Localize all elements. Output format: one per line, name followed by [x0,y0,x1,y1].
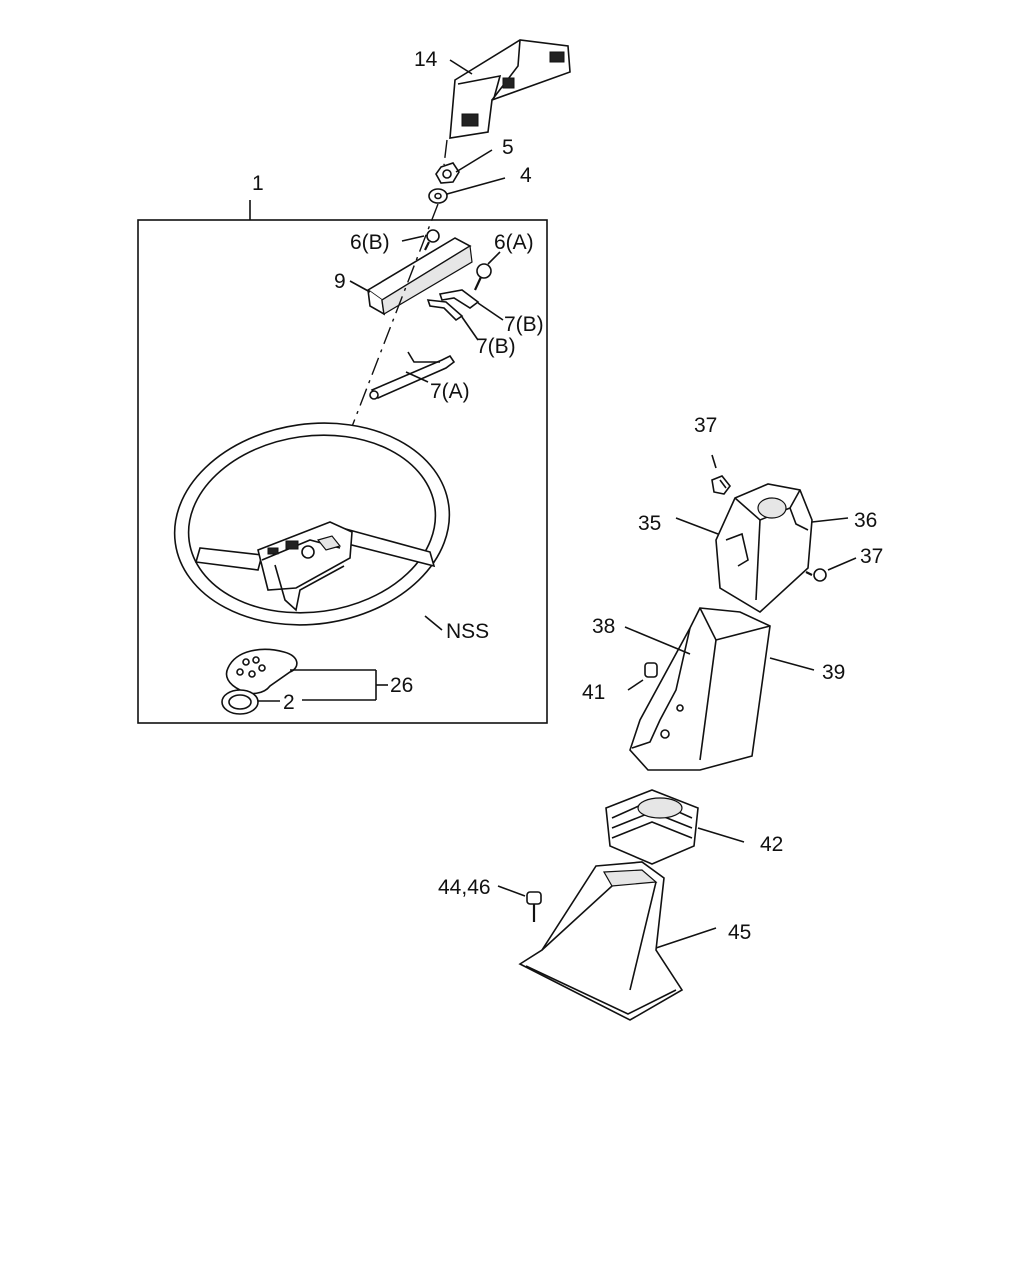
callout-7b-upper: 7(B) [504,313,544,336]
callout-2: 2 [283,691,295,714]
callout-35: 35 [638,512,661,535]
callout-6b: 6(B) [350,231,390,254]
part-37-screws [711,454,857,582]
steering-wheel-nss [173,422,451,631]
callout-7b-lower: 7(B) [476,335,516,358]
callout-39: 39 [822,661,845,684]
callout-26: 26 [390,674,413,697]
centerline [311,139,448,531]
steering-wheel-assembly-box [137,200,548,724]
callout-6a: 6(A) [494,231,534,254]
callout-5: 5 [502,136,514,159]
part-42-boot [605,789,745,865]
callout-labels: 14 5 4 1 6(B) 6(A) 9 7(B) 7(B) 7(A) NSS … [252,48,883,944]
part-38-39-lower-covers [624,607,815,771]
callout-45: 45 [728,921,751,944]
part-7b-contact-plates [426,289,504,341]
callout-37-side: 37 [860,545,883,568]
part-41-clip [627,662,658,691]
part-4-washer [428,177,506,204]
part-44-46-bolt [497,885,542,922]
callout-nss: NSS [446,620,489,643]
callout-4: 4 [520,164,532,187]
part-7a-contact-strip [369,351,456,400]
part-26-horn-pad [221,648,388,715]
part-9-bracket [349,237,473,316]
callout-38: 38 [592,615,615,638]
part-6b-screw [401,229,440,251]
callout-1: 1 [252,172,264,195]
part-35-36-upper-covers [675,483,849,613]
part-6a-screw [474,251,501,291]
callout-37-top: 37 [694,414,717,437]
callout-42: 42 [760,833,783,856]
callout-36: 36 [854,509,877,532]
callout-9: 9 [334,270,346,293]
callout-44-46: 44,46 [438,876,491,899]
callout-41: 41 [582,681,605,704]
part-14-column-cover [449,39,571,139]
part-5-nut [435,149,493,184]
callout-14: 14 [414,48,438,71]
part-45-lower-boot [518,861,717,1021]
callout-7a: 7(A) [430,380,470,403]
